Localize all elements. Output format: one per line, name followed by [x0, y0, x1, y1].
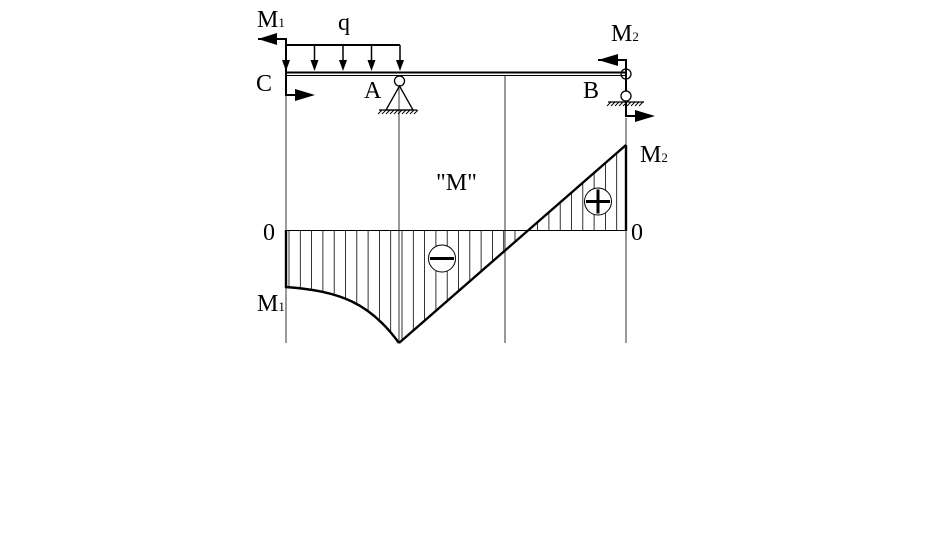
- minus-sign-badge: [428, 244, 456, 273]
- moment-hatching: [288, 153, 618, 341]
- guide-lines: [285, 75, 627, 343]
- label-m2-diagram: M2: [640, 142, 668, 168]
- beam: [286, 71, 626, 76]
- label-m1-diagram: M1: [257, 291, 285, 317]
- pin-support-a: [377, 75, 419, 115]
- label-zero-left: 0: [263, 220, 275, 246]
- label-m1-top: M1: [257, 7, 285, 33]
- diagram-title: "M": [436, 170, 477, 196]
- label-m2-top: M2: [611, 21, 639, 47]
- moment-diagram: [284, 144, 628, 344]
- label-q: q: [338, 10, 350, 36]
- moment-curve-negative: [284, 230, 400, 344]
- distributed-load-q: [282, 44, 404, 71]
- plus-sign-badge: [584, 187, 612, 216]
- roller-support-b: [606, 68, 644, 107]
- label-c: C: [256, 71, 272, 97]
- label-b: B: [583, 78, 599, 104]
- label-zero-right: 0: [631, 220, 643, 246]
- moment-line-linear: [398, 144, 627, 344]
- label-a: A: [364, 78, 382, 104]
- moment-m1-symbol: [258, 33, 315, 101]
